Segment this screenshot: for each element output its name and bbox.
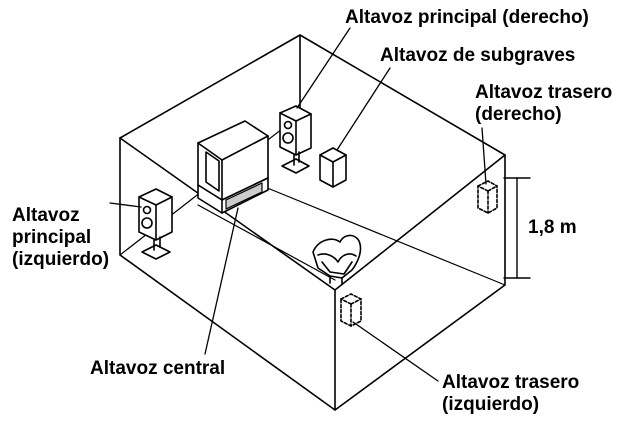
main-left-speaker [138, 188, 173, 260]
label-main-right: Altavoz principal (derecho) [345, 7, 589, 28]
main-right-speaker [279, 105, 312, 174]
rear-left-speaker [340, 293, 362, 327]
subwoofer-speaker [319, 147, 347, 188]
label-main-left: Altavoz principal (izquierdo) [12, 205, 110, 270]
label-rear-right: Altavoz trasero (derecho) [475, 82, 613, 125]
listening-chair [312, 234, 362, 285]
leader-lines [109, 27, 487, 382]
rear-right-speaker [477, 180, 498, 214]
room-box [119, 34, 506, 411]
label-center: Altavoz central [90, 358, 226, 379]
label-height: 1,8 m [528, 217, 577, 238]
center-speaker [225, 182, 263, 210]
label-subwoofer: Altavoz de subgraves [380, 45, 576, 66]
label-rear-left: Altavoz trasero (izquierdo) [442, 372, 580, 415]
tv-set [197, 120, 269, 214]
height-dimension [503, 177, 531, 279]
